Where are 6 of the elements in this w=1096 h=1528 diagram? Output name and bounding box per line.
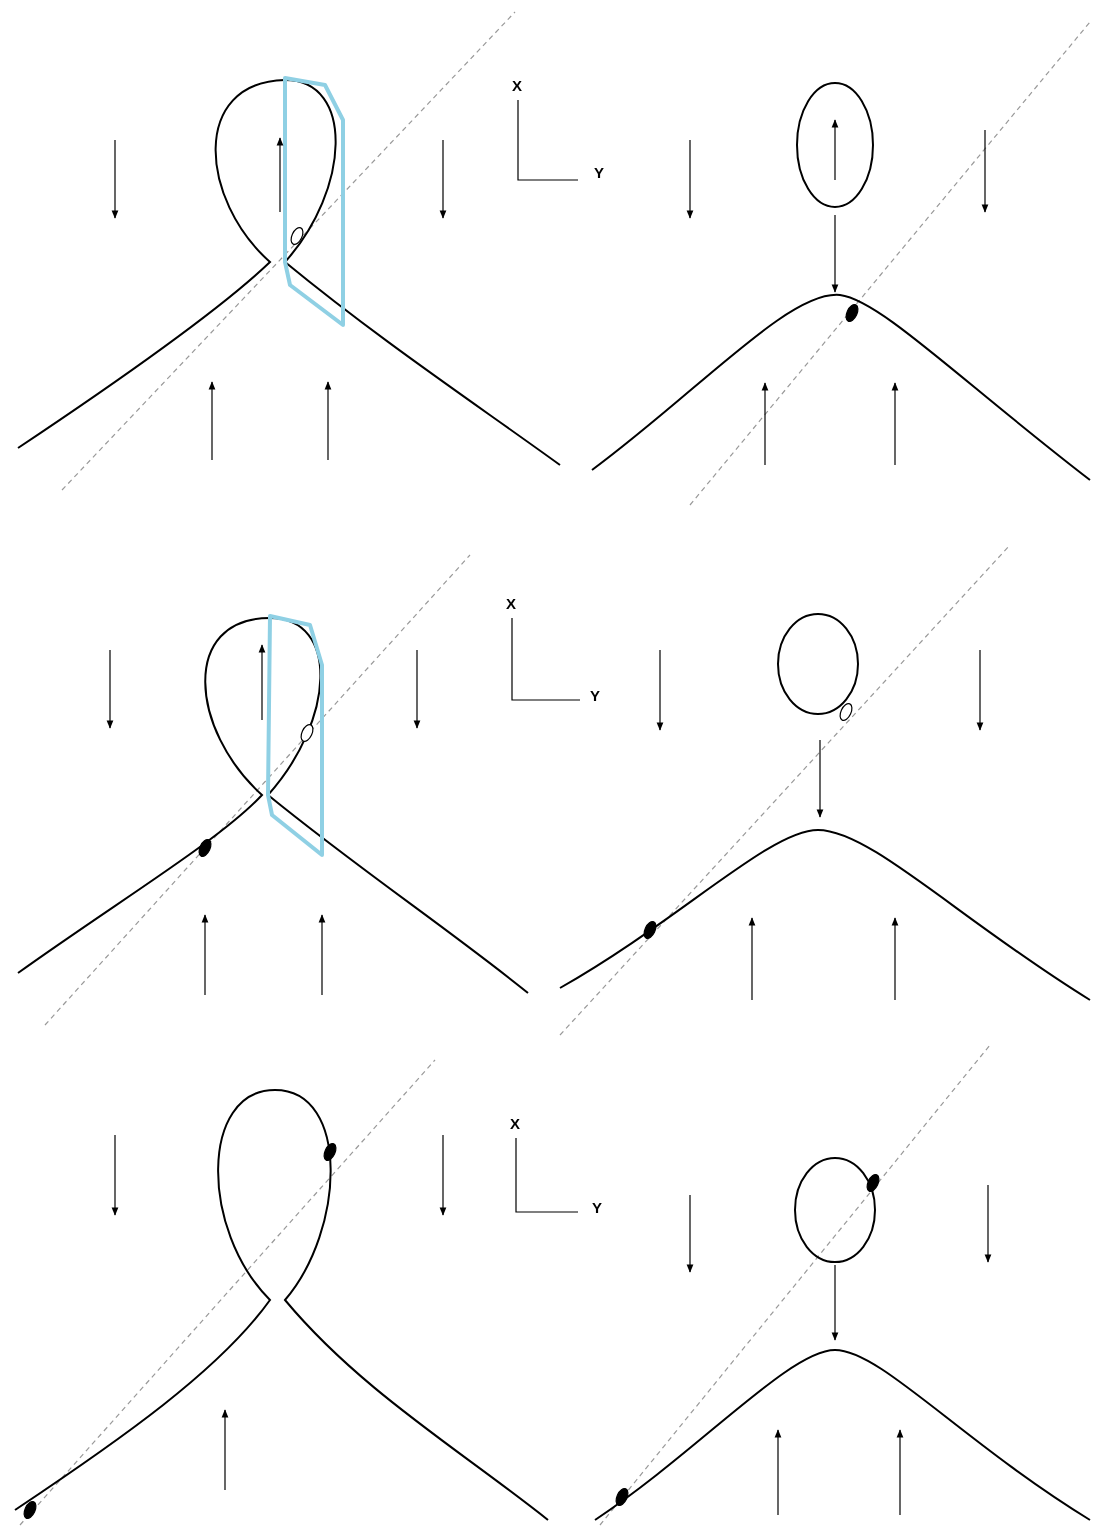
y-axis-label: Y <box>590 688 600 704</box>
x-axis-label: X <box>510 1116 520 1132</box>
y-axis-label: Y <box>594 165 604 181</box>
y-axis-label: Y <box>592 1200 602 1216</box>
x-axis-label: X <box>512 78 522 94</box>
x-axis-label: X <box>506 596 516 612</box>
